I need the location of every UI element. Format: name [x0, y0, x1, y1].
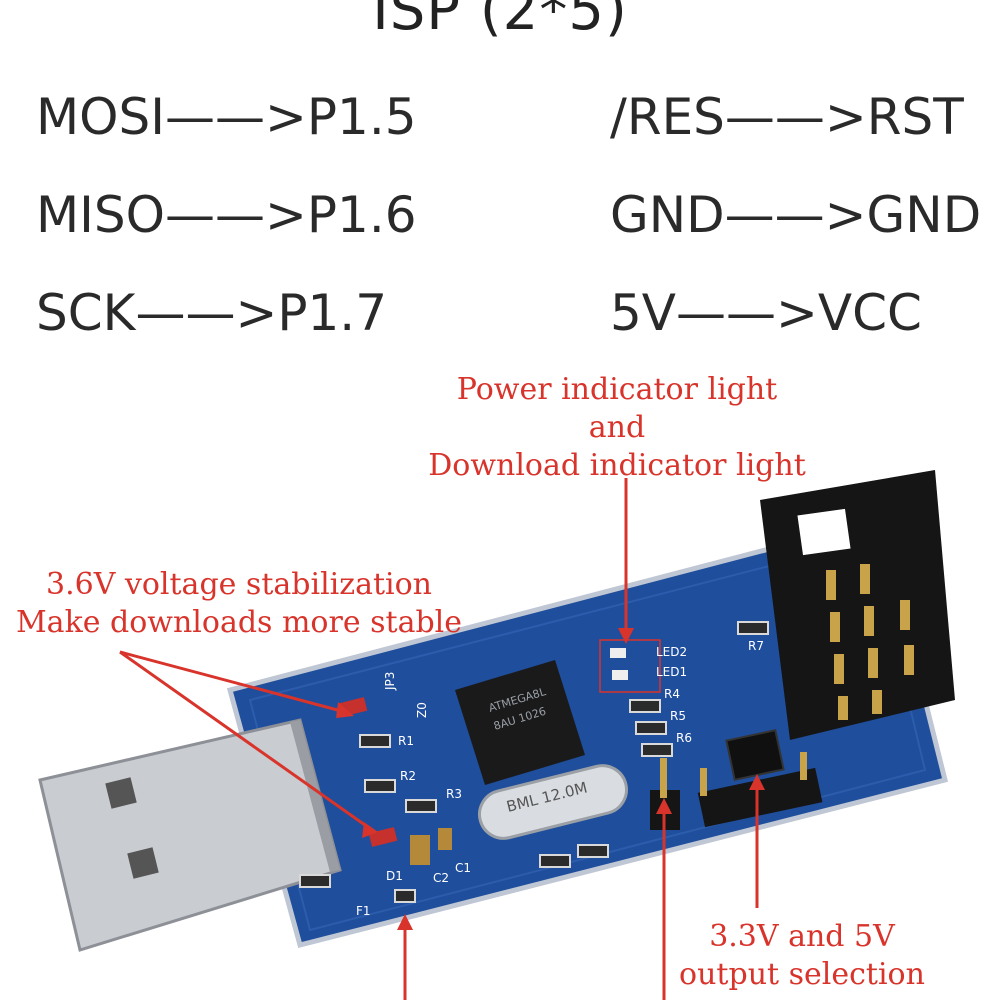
label-r4: R4	[664, 687, 680, 701]
usb-contact-window-top	[105, 777, 137, 809]
atmega-chip	[455, 660, 585, 785]
page-title: ISP (2*5)	[372, 0, 628, 43]
capacitor-c1	[438, 828, 452, 850]
led2	[610, 648, 626, 658]
crystal-oscillator	[478, 764, 628, 840]
annotation-regulator-line2: Make downloads more stable	[15, 605, 463, 640]
pin-mapping-mosi: MOSI——>P1.5	[36, 88, 417, 146]
label-r3: R3	[446, 787, 462, 801]
isp-header-key-notch	[797, 508, 851, 556]
annotation-select-line2: output selection	[679, 957, 925, 992]
label-c2: C2	[433, 871, 449, 885]
label-c1: C1	[455, 861, 471, 875]
led-highlight-box	[599, 639, 661, 693]
pin-mapping-miso: MISO——>P1.6	[36, 186, 417, 244]
annotation-led-line2: and	[588, 410, 646, 445]
led1	[612, 670, 628, 680]
label-jp3: JP3	[383, 672, 397, 691]
annotation-regulator-line1: 3.6V voltage stabilization	[45, 567, 432, 602]
usb-contact-window-bottom	[127, 847, 159, 879]
label-d1: D1	[386, 869, 403, 883]
pin-mapping-vcc: 5V——>VCC	[610, 284, 922, 342]
annotation-led-line3: Download indicator light	[428, 448, 806, 483]
annotation-arrows	[119, 478, 759, 1000]
isp-box-header	[760, 470, 955, 740]
label-r2: R2	[400, 769, 416, 783]
isp-header-pins	[826, 564, 914, 720]
label-z0: Z0	[415, 702, 429, 718]
pin-mapping-gnd: GND——>GND	[610, 186, 982, 244]
annotation-arrowheads	[336, 628, 765, 930]
pin-mapping-res: /RES——>RST	[610, 88, 964, 146]
usb-connector-edge	[290, 720, 340, 872]
label-f1: F1	[356, 904, 371, 918]
label-r7: R7	[748, 639, 764, 653]
annotation-select-line1: 3.3V and 5V	[709, 919, 895, 954]
fuse-f1	[394, 889, 416, 903]
smd-components	[299, 621, 769, 888]
label-r5: R5	[670, 709, 686, 723]
label-r6: R6	[676, 731, 692, 745]
pin-mapping-sck: SCK——>P1.7	[36, 284, 388, 342]
label-led1: LED1	[656, 665, 687, 679]
label-r1: R1	[398, 734, 414, 748]
capacitor-c2	[410, 835, 430, 865]
annotation-led-line1: Power indicator light	[456, 372, 778, 407]
label-led2: LED2	[656, 645, 687, 659]
